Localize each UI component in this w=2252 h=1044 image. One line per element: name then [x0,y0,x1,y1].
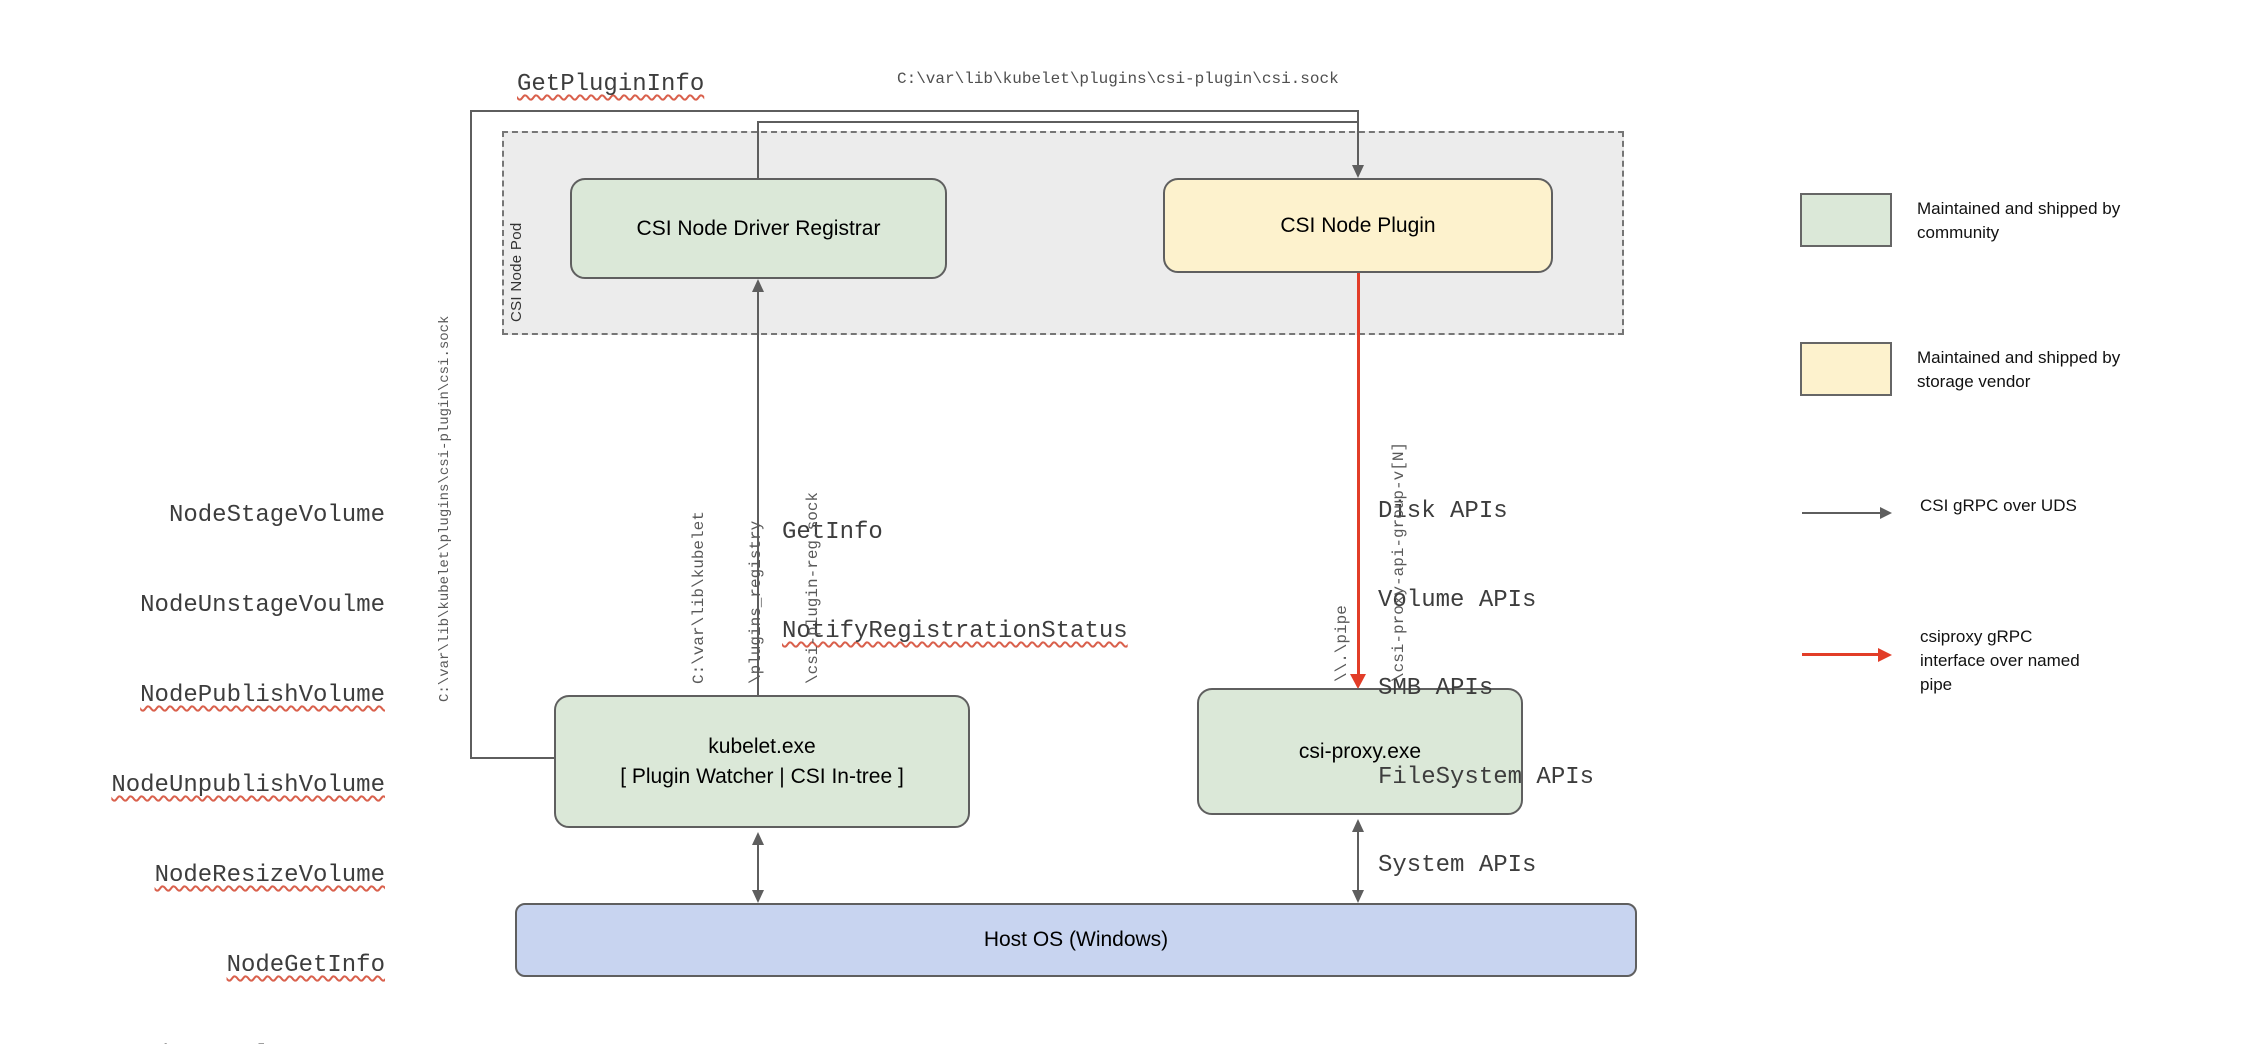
registrar-to-plugin-segment [757,121,1358,123]
csi-node-plugin-box: CSI Node Plugin [1163,178,1553,273]
registry-socket-path-line1: C:\var\lib\kubelet [690,511,708,684]
kubelet-to-registrar-arrowhead [752,279,764,292]
proxy-api-item: SMB APIs [1378,675,1494,702]
node-call-item: NodeUnstageVoulme [140,592,385,619]
csi-proxy-box: csi-proxy.exe [1197,688,1523,815]
proxy-api-item: FileSystem APIs [1378,763,1595,791]
node-calls-list: NodeStageVolume NodeUnstageVoulme NodePu… [95,441,385,1044]
get-plugin-info-label: GetPluginInfo [517,71,705,98]
proxy-hostos-line [1357,830,1359,892]
node-call-item: NodePublishVolume [140,682,385,709]
kubelet-box: kubelet.exe [ Plugin Watcher | CSI In-tr… [554,695,970,828]
legend-uds-label: CSI gRPC over UDS [1920,496,2077,515]
registry-socket-path-line2: \plugins_registry [747,520,765,684]
named-pipe-path-line2: \csi-proxy-api-group-v[N] [1390,441,1408,682]
registry-socket-path-label: C:\var\lib\kubelet \plugins_registry \cs… [652,492,861,684]
plugin-to-proxy-red-line [1357,273,1360,676]
registration-calls-label: GetInfo NotifyRegistrationStatus [782,450,1128,714]
legend-community-label: Maintained and shipped by community [1917,199,2121,242]
node-call-item: NodeUnpublishVolume [111,772,385,799]
proxy-api-item: Disk APIs [1378,498,1508,525]
csi-node-driver-registrar-box: CSI Node Driver Registrar [570,178,947,279]
kubelet-hostos-arrowhead-top [752,832,764,845]
plugin-to-proxy-red-arrowhead [1350,674,1366,689]
csi-node-pod-label: CSI Node Pod [508,222,525,323]
kubelet-box-label-line2: [ Plugin Watcher | CSI In-tree ] [620,764,904,788]
proxy-api-item: System APIs [1378,852,1537,879]
kubelet-hostos-line [757,843,759,892]
left-socket-path-label: C:\var\lib\kubelet\plugins\csi-plugin\cs… [437,315,453,702]
registry-socket-path-line3: \csi-plugin-reg.sock [804,491,822,684]
top-socket-path-label: C:\var\lib\kubelet\plugins\csi-plugin\cs… [897,70,1339,88]
registrar-top-segment [757,121,759,179]
named-pipe-path-label: \\.\pipe \csi-proxy-api-group-v[N] [1295,442,1447,682]
legend-uds-arrowhead [1880,507,1892,519]
node-call-item: NodeResizeVolume [154,862,385,889]
legend-pipe-label: csiproxy gRPC interface over named pipe [1920,627,2080,694]
kubelet-box-label: kubelet.exe [ Plugin Watcher | CSI In-tr… [620,732,904,792]
proxy-api-list: Disk APIs Volume APIs SMB APIs FileSyste… [1378,438,1594,940]
plugin-inbound-segment [1357,110,1359,167]
get-info-label: GetInfo [782,519,883,546]
legend-vendor-label: Maintained and shipped by storage vendor [1917,348,2121,391]
plugin-inbound-arrowhead [1352,165,1364,178]
node-call-item: NodeGetInfo [226,952,385,979]
kubelet-box-label-line1: kubelet.exe [708,734,816,758]
legend-uds-arrow-line [1802,512,1882,514]
notify-registration-status-label: NotifyRegistrationStatus [782,618,1128,645]
legend-vendor-swatch [1800,342,1892,396]
kubelet-loop-left-segment [470,110,472,759]
kubelet-hostos-arrowhead-bottom [752,890,764,903]
proxy-api-item: Volume APIs [1378,586,1537,614]
legend-pipe-arrowhead [1878,648,1892,662]
proxy-hostos-arrowhead-top [1352,819,1364,832]
named-pipe-path-line1: \\.\pipe [1333,605,1351,682]
host-os-box: Host OS (Windows) [515,903,1637,977]
kubelet-to-registrar-line [757,291,759,695]
legend-community-swatch [1800,193,1892,247]
proxy-hostos-arrowhead-bottom [1352,890,1364,903]
kubelet-loop-top-segment [470,110,1359,112]
legend-pipe-arrow-line [1802,653,1882,656]
node-call-item: NodeGetVolumeStats [95,1041,385,1044]
node-call-item: NodeStageVolume [168,502,385,529]
kubelet-loop-bottom-segment [470,757,556,759]
